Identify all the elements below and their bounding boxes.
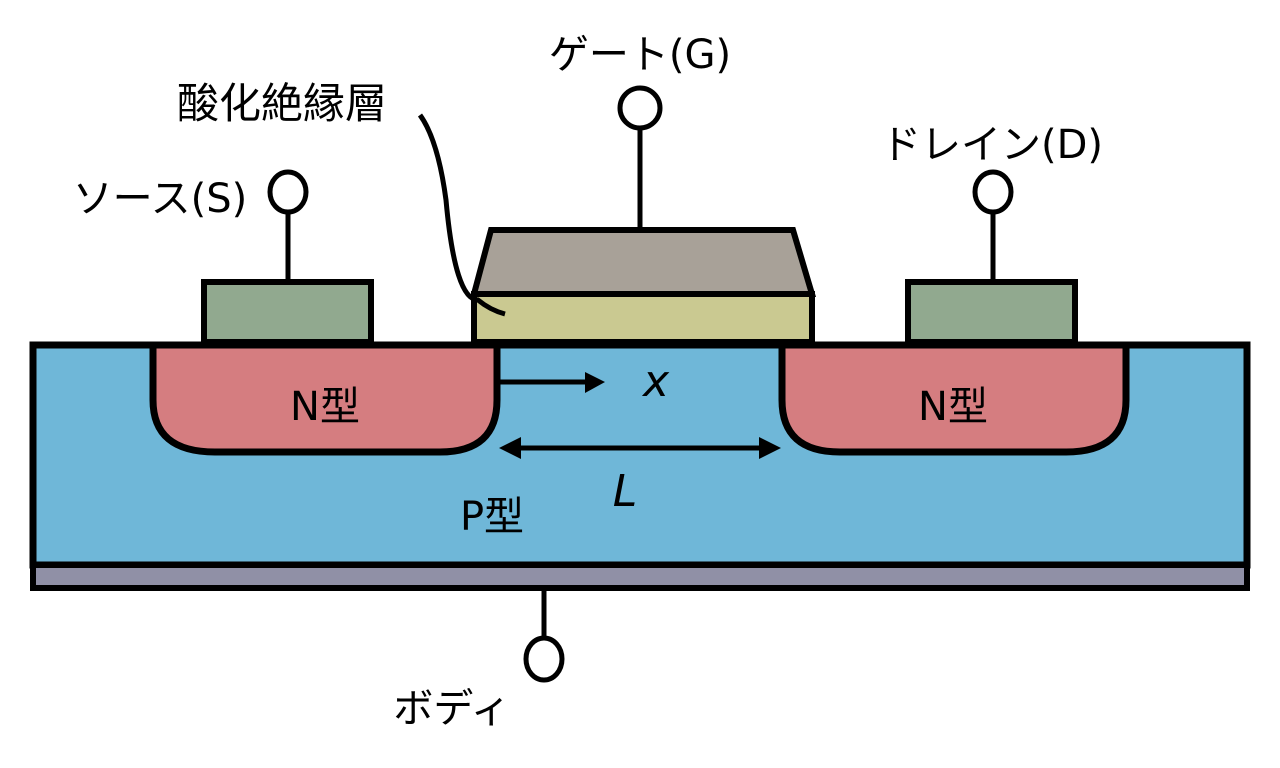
gate-electrode — [470, 227, 817, 297]
body-label: ボディ — [393, 686, 510, 732]
x-axis-label: x — [641, 356, 670, 407]
source-contact — [201, 279, 374, 345]
x-arrow-head — [585, 372, 605, 393]
drain-terminal[interactable] — [972, 169, 1014, 215]
oxide-label: 酸化絶縁層 — [177, 79, 387, 128]
n-region-drain — [778, 345, 1130, 456]
source-terminal[interactable] — [267, 169, 309, 215]
oxide-leader-line — [417, 113, 506, 317]
gate-label: ゲート(G) — [549, 32, 731, 78]
body-terminal[interactable] — [523, 635, 565, 683]
body-layer — [30, 562, 1250, 591]
oxide-layer — [471, 291, 815, 345]
source-label: ソース(S) — [73, 176, 248, 222]
n-region-source — [149, 345, 501, 456]
drain-label: ドレイン(D) — [881, 122, 1103, 168]
l-arrow-head-right — [759, 437, 781, 459]
n-type-label-right: N型 — [918, 384, 988, 430]
channel-length-label: L — [613, 466, 638, 517]
l-arrow-head-left — [499, 437, 521, 459]
gate-terminal[interactable] — [617, 85, 663, 131]
n-type-label-left: N型 — [290, 384, 360, 430]
p-type-label: P型 — [460, 494, 524, 540]
drain-contact — [905, 279, 1078, 345]
